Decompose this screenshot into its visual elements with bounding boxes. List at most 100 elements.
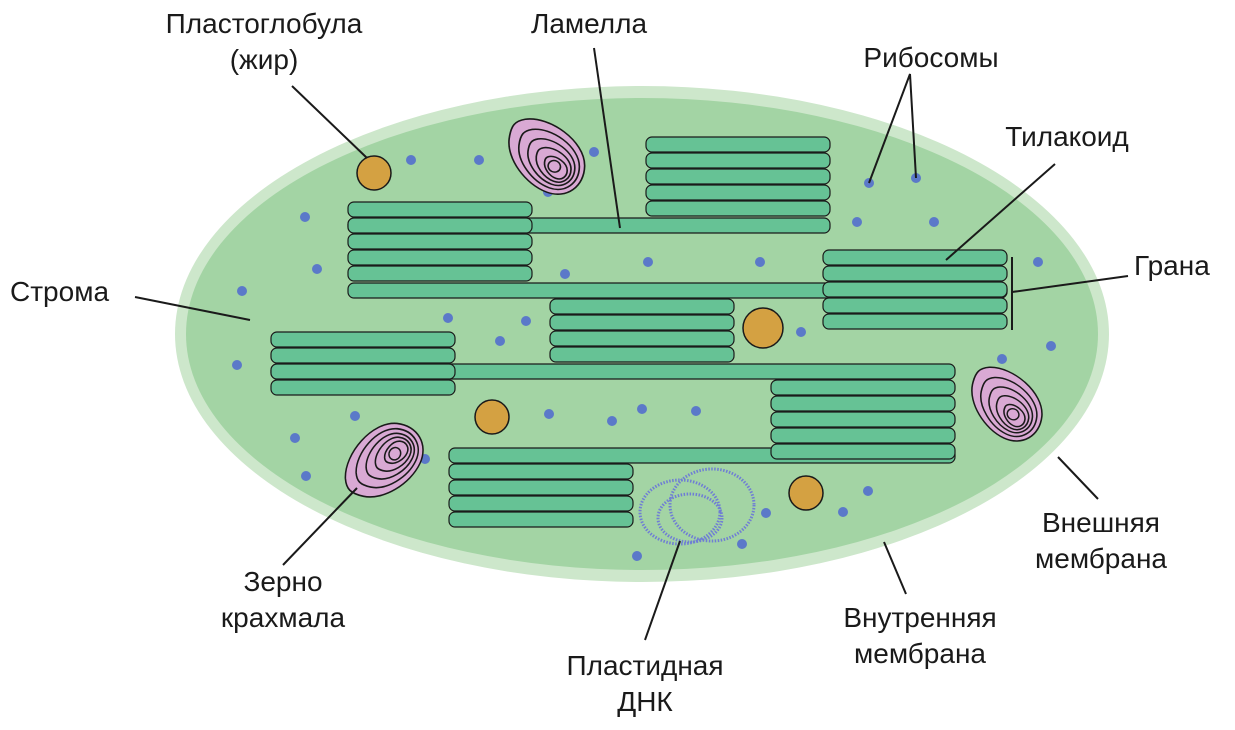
thylakoid-disc — [270, 363, 456, 380]
starch-grain-label-line1: Зерно — [243, 566, 323, 597]
starch-grain — [508, 118, 586, 195]
thylakoid-disc — [645, 136, 831, 153]
ribosome-dot — [755, 257, 765, 267]
ribosome-dot — [643, 257, 653, 267]
ribosome-dots — [232, 147, 1056, 561]
thylakoid-disc — [270, 347, 456, 364]
dna-loop — [638, 478, 722, 546]
thylakoid-disc — [770, 395, 956, 412]
ribosome-dot — [443, 313, 453, 323]
plastoglobule — [474, 399, 510, 435]
ribosomes-label-text: Рибосомы — [863, 42, 999, 73]
ribosome-dot — [852, 217, 862, 227]
granum-leader — [1011, 275, 1129, 293]
thylakoid-disc — [549, 346, 735, 363]
thylakoid-disc — [270, 379, 456, 396]
plastoglobule-leader — [291, 85, 368, 159]
thylakoid-disc — [347, 233, 533, 250]
ribosome-dot — [632, 551, 642, 561]
inner-membrane-label: Внутренняя мембрана — [843, 600, 996, 672]
dna-leader — [644, 540, 681, 641]
thylakoid-disc — [645, 200, 831, 217]
ribosome-dot — [929, 217, 939, 227]
ribosome-dot — [312, 264, 322, 274]
ribosome-dot — [521, 316, 531, 326]
thylakoid-disc — [770, 443, 956, 460]
thylakoid-disc — [645, 184, 831, 201]
stroma-label-text: Строма — [10, 276, 110, 307]
ribosome-dot — [863, 486, 873, 496]
ribosome-dot — [237, 286, 247, 296]
thylakoid-disc — [347, 249, 533, 266]
ribosome-dot — [607, 416, 617, 426]
lamella-label-text: Ламелла — [530, 8, 648, 39]
plastoglobule-label-line1: Пластоглобула — [165, 8, 363, 39]
thylakoid-disc — [822, 297, 1008, 314]
ribosome-dot — [495, 336, 505, 346]
starch-grains — [344, 118, 1043, 498]
starch-grain-label-line2: крахмала — [220, 602, 346, 633]
thylakoid-disc — [549, 330, 735, 347]
thylakoid-disc — [448, 495, 634, 512]
ribosome-dot — [290, 433, 300, 443]
inner-membrane-leader — [883, 541, 907, 595]
outer-membrane-label-line1: Внешняя — [1042, 507, 1160, 538]
granum-label-text: Грана — [1134, 250, 1210, 281]
thylakoid-label-text: Тилакоид — [1005, 121, 1129, 152]
starch-grain-label: Зерно крахмала — [221, 564, 345, 636]
dna-loop — [656, 492, 724, 544]
plastoglobule — [742, 307, 784, 349]
starch-hilum — [388, 446, 402, 461]
ribosome-dot — [1033, 257, 1043, 267]
ribosome-dot — [691, 406, 701, 416]
ribosome-dot — [350, 411, 360, 421]
plastid-dna-label-line1: Пластидная — [566, 650, 724, 681]
thylakoid-disc — [448, 463, 634, 480]
leader-lines — [134, 47, 1129, 641]
thylakoid-disc — [347, 265, 533, 282]
plastid-dna-label: Пластидная ДНК — [566, 648, 723, 720]
starch-grain — [971, 366, 1043, 442]
thylakoid-label: Тилакоид — [1005, 119, 1129, 155]
thylakoid-disc — [270, 331, 456, 348]
thylakoid-disc — [822, 313, 1008, 330]
inner-membrane-label-line2: мембрана — [854, 638, 986, 669]
thylakoid-disc — [347, 217, 533, 234]
ribosome-dot — [589, 147, 599, 157]
plastoglobule-label: Пластоглобула (жир) — [166, 6, 363, 78]
thylakoid-disc — [645, 152, 831, 169]
ribosome-dot — [761, 508, 771, 518]
starch-leader — [282, 487, 358, 566]
ribosome-dot — [838, 507, 848, 517]
granum-label: Грана — [1134, 248, 1210, 284]
ribosome-dot — [301, 471, 311, 481]
lamella-leader — [593, 47, 621, 229]
inner-membrane-label-line1: Внутренняя — [843, 602, 997, 633]
plastoglobule — [788, 475, 824, 511]
plastoglobule-label-line2: (жир) — [229, 44, 299, 75]
thylakoid-disc — [822, 265, 1008, 282]
outer-membrane-label-line2: мембрана — [1035, 543, 1167, 574]
ribosome-dot — [300, 212, 310, 222]
stroma-label: Строма — [10, 274, 109, 310]
ribosome-dot — [232, 360, 242, 370]
outer-membrane-leader — [1057, 456, 1099, 500]
ribosome-dot — [406, 155, 416, 165]
thylakoid-disc — [549, 298, 735, 315]
ribosome-dot — [560, 269, 570, 279]
thylakoid-disc — [822, 281, 1008, 298]
thylakoid-disc — [770, 411, 956, 428]
plastid-dna-label-line2: ДНК — [617, 686, 673, 717]
outer-membrane-label: Внешняя мембрана — [1035, 505, 1167, 577]
plastid-dna — [638, 467, 756, 546]
starch-hilum — [1006, 407, 1020, 421]
thylakoid-disc — [770, 427, 956, 444]
dna-loop — [668, 467, 756, 543]
stroma-leader — [134, 296, 251, 321]
starch-hilum — [547, 159, 562, 173]
thylakoid-leader — [945, 163, 1056, 261]
ribosome-dot — [544, 409, 554, 419]
lamella-label: Ламелла — [531, 6, 647, 42]
thylakoid-disc — [770, 379, 956, 396]
